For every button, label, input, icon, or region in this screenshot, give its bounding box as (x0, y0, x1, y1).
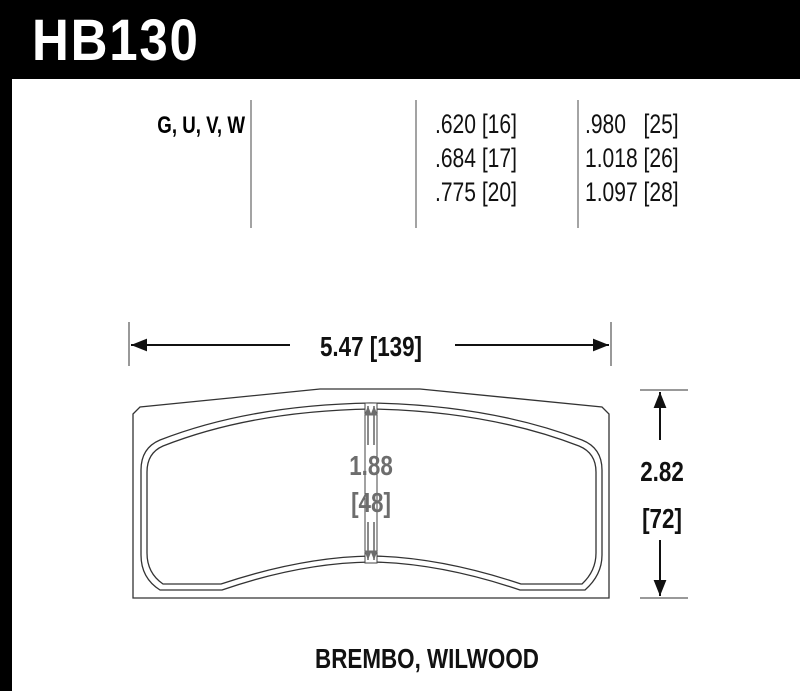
backing-plate-outline (132, 388, 610, 599)
applications-label: BREMBO, WILWOOD (315, 644, 539, 675)
compound-list: G, U, V, W (157, 112, 245, 139)
thickness-value: .775 [20] (435, 178, 517, 208)
thickness-value: .980 [25] (585, 110, 679, 140)
width-label: 5.47 [139] (320, 332, 422, 363)
header-band (0, 0, 800, 79)
friction-height-mm: [48] (351, 488, 391, 519)
thickness-value: .684 [17] (435, 144, 517, 174)
friction-height-inch: 1.88 (349, 451, 393, 482)
height-mm: [72] (642, 504, 682, 535)
thickness-value: 1.018 [26] (585, 144, 679, 174)
thickness-value: 1.097 [28] (585, 178, 679, 208)
friction-height-dimension: 1.88 [48] (349, 406, 393, 560)
part-number: HB130 (32, 8, 200, 73)
width-dimension: 5.47 [139] (128, 322, 612, 366)
thickness-value: .620 [16] (435, 110, 517, 140)
left-border (0, 0, 12, 691)
height-inch: 2.82 (640, 457, 684, 488)
height-dimension: 2.82 [72] (640, 389, 688, 599)
center-slot (364, 402, 378, 564)
